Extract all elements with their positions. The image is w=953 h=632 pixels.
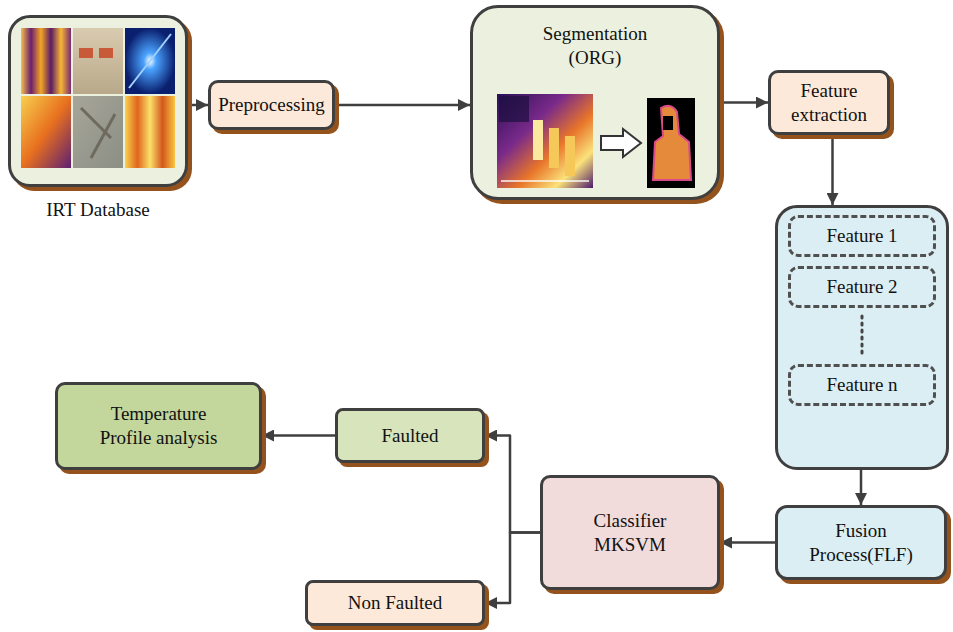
result-box: Faulted (335, 408, 485, 463)
flow-arrow (188, 104, 208, 107)
flow-arrow (860, 470, 863, 505)
box-label: Fusion Process(FLF) (796, 519, 926, 567)
process-box: Preprocessing (208, 80, 335, 130)
flow-arrow (262, 434, 335, 437)
flow-arrow (831, 135, 834, 205)
box-label: Segmentation (ORG) (530, 22, 660, 70)
ellipsis-dots (778, 208, 946, 467)
box-label: Feature 1 (826, 224, 897, 248)
box-label: Feature n (826, 373, 897, 397)
feature-box: Feature 2 (788, 266, 936, 308)
process-box: Fusion Process(FLF) (775, 505, 947, 580)
database-box: IRT Database (8, 15, 188, 187)
flow-arrow (485, 436, 540, 533)
box-label: Feature extraction (779, 79, 879, 127)
thermal-thumbnails (11, 18, 185, 184)
feature-box: Feature n (788, 364, 936, 406)
process-box: Feature extraction (768, 70, 890, 135)
caption-label: IRT Database (46, 198, 150, 222)
flow-arrow (485, 533, 540, 604)
classifier-box: Classifier MKSVM (540, 475, 720, 590)
box-label: Classifier MKSVM (575, 509, 685, 557)
process-box: Segmentation (ORG) (470, 5, 720, 200)
result-box: Non Faulted (305, 580, 485, 626)
box-label: Feature 2 (826, 275, 897, 299)
box-label: Preprocessing (218, 93, 325, 117)
flow-arrow (720, 101, 768, 104)
feature-box: Feature 1 (788, 215, 936, 257)
box-label: Temperature Profile analysis (84, 402, 234, 450)
flow-arrow (335, 104, 470, 107)
result-box: Temperature Profile analysis (55, 382, 262, 470)
flow-arrow (720, 541, 775, 544)
box-label: Faulted (382, 424, 439, 448)
feature-group: Feature 1 Feature 2 Feature n (775, 205, 949, 470)
box-label: Non Faulted (348, 591, 442, 615)
